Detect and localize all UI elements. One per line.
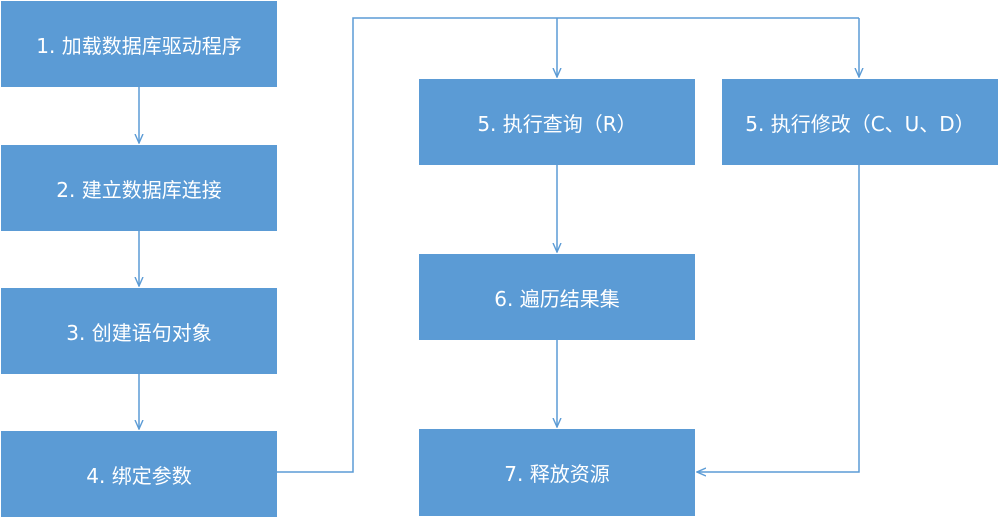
step-load-driver: 1. 加载数据库驱动程序: [1, 1, 277, 87]
step-bind-params: 4. 绑定参数: [1, 431, 277, 517]
step-label: 5. 执行修改（C、U、D）: [745, 111, 975, 136]
step-label: 4. 绑定参数: [86, 463, 192, 488]
step-iterate-results: 6. 遍历结果集: [419, 254, 695, 340]
step-label: 3. 创建语句对象: [66, 320, 212, 345]
step-label: 6. 遍历结果集: [494, 286, 620, 311]
step-release: 7. 释放资源: [419, 429, 695, 516]
step-label: 5. 执行查询（R）: [477, 111, 637, 136]
step-label: 2. 建立数据库连接: [56, 177, 222, 202]
connector-4-to-top: [277, 17, 859, 473]
step-execute-query: 5. 执行查询（R）: [419, 79, 695, 165]
step-label: 1. 加载数据库驱动程序: [36, 33, 242, 58]
step-connect: 2. 建立数据库连接: [1, 145, 277, 231]
step-label: 7. 释放资源: [504, 462, 610, 486]
step-create-statement: 3. 创建语句对象: [1, 288, 277, 374]
arrow-update-to-release: [697, 165, 860, 472]
step-execute-update: 5. 执行修改（C、U、D）: [722, 79, 998, 165]
